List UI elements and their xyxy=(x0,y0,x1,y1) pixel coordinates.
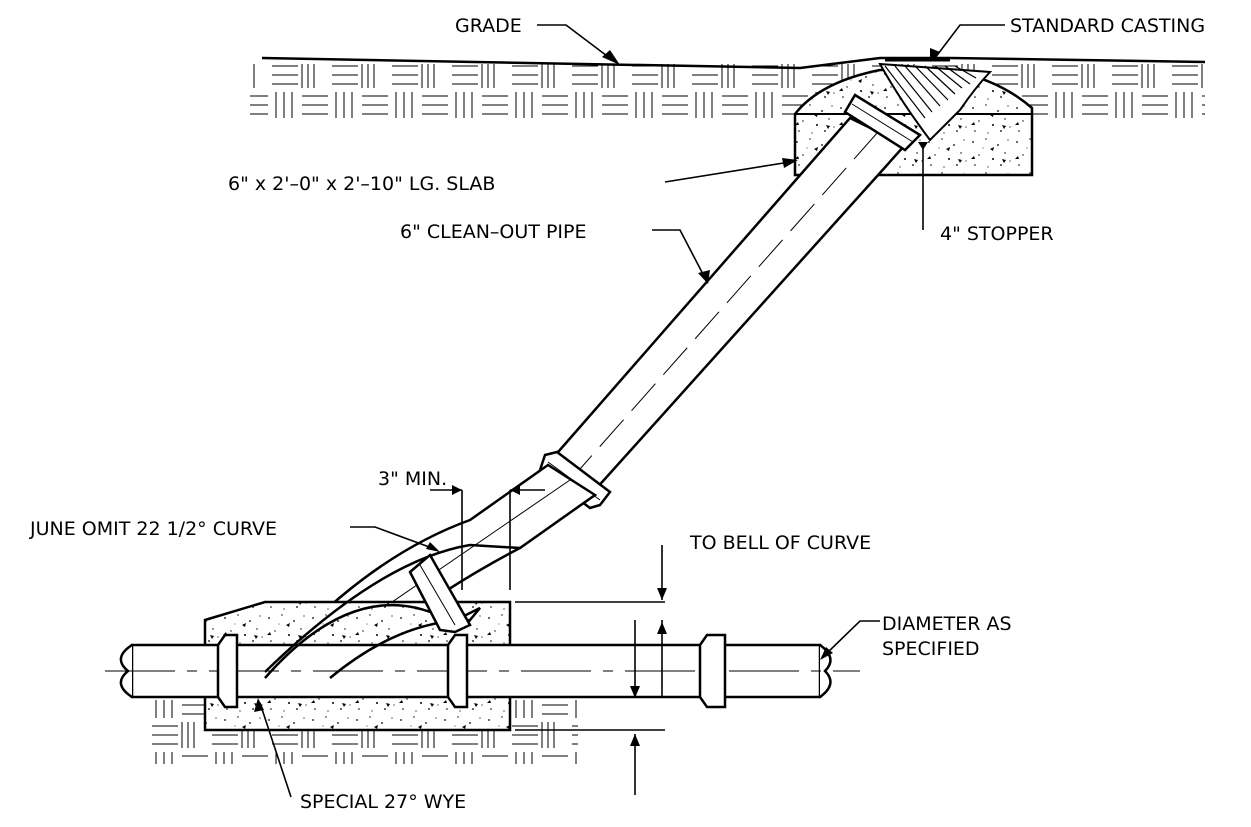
arrowheads xyxy=(254,48,940,746)
slab-label: 6" x 2'–0" x 2'–10" LG. SLAB xyxy=(228,173,495,195)
main-pipe-bells xyxy=(216,633,727,709)
wye-branch-outline xyxy=(264,543,521,673)
grade-line xyxy=(261,56,1206,70)
soil-upper-hatch xyxy=(250,64,1205,122)
cleanout-pipe xyxy=(542,116,908,492)
cleanout-pipe-label: 6" CLEAN–OUT PIPE xyxy=(400,221,586,243)
curve-label: JUNE OMIT 22 1/2° CURVE xyxy=(29,518,277,540)
grade-label: GRADE xyxy=(455,15,522,37)
diameter-label-line1: DIAMETER AS xyxy=(882,613,1012,635)
stopper-label: 4" STOPPER xyxy=(940,223,1054,245)
min-clearance-label: 3" MIN. xyxy=(378,468,447,490)
diameter-label-line2: SPECIFIED xyxy=(882,638,980,660)
bell-of-curve-label: TO BELL OF CURVE xyxy=(689,532,871,554)
stopper xyxy=(843,93,923,152)
curve-bell-joint xyxy=(408,553,472,634)
wye-label: SPECIAL 27° WYE xyxy=(300,791,466,813)
standard-casting-label: STANDARD CASTING xyxy=(1010,15,1205,37)
standard-casting xyxy=(878,58,993,142)
